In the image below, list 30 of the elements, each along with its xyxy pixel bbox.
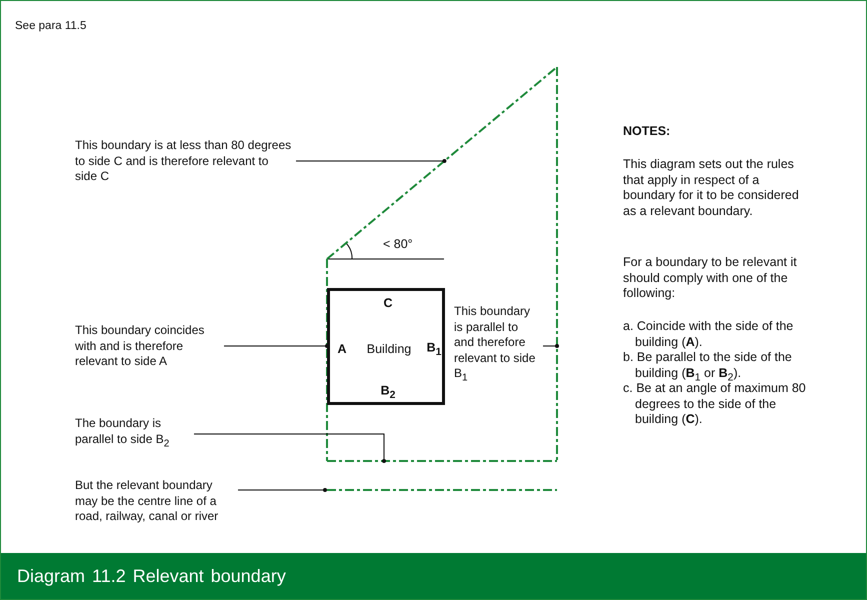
leader-line	[224, 344, 329, 348]
callout-text: This boundary is parallel to and therefore relevant to side B$_{1}$	[454, 304, 540, 386]
leader-line	[296, 159, 446, 163]
reference-note: See para 11.5	[15, 19, 88, 34]
boundary-line	[327, 489, 557, 491]
callout-text: But the relevant boundary may be the centre line of a road, railway, canal or river	[75, 478, 235, 524]
side-label: A	[337, 342, 347, 356]
boundary-line	[327, 460, 557, 462]
side-label: C	[383, 296, 393, 310]
note-text: For a boundary to be relevant it should comply with one of the following:	[623, 255, 798, 302]
leader-line	[238, 488, 327, 492]
building-outline	[327, 288, 445, 405]
note-text: This diagram sets out the rules that apply in respect of a boundary for it to be considered as a relevant boundary.	[623, 157, 800, 219]
note-text: a. Coincide with the side of the building (A).	[623, 319, 794, 350]
note-text: NOTES:	[623, 124, 672, 140]
boundary-line	[326, 259, 328, 461]
note-text: c. Be at an angle of maximum 80 degrees to the side of the building (C).	[623, 381, 807, 428]
note-text: b. Be parallel to the side of the building (B$_{1}$ or B$_{2}$).	[623, 350, 793, 383]
callout-text: The boundary is parallel to side B$_{2}$	[75, 416, 191, 452]
boundary-line	[326, 66, 558, 260]
callout-text: This boundary is at less than 80 degrees to side C and is therefore relevant to side C	[75, 138, 293, 184]
side-label: B$_{1}$	[426, 340, 442, 358]
caption: Diagram 11.2 Relevant boundary	[17, 566, 286, 586]
boundary-line	[556, 67, 558, 461]
leader-line	[542, 344, 559, 348]
callout-text: This boundary coincides with and is therefore relevant to side A	[75, 323, 221, 370]
building-label: Building	[366, 342, 412, 356]
leader-line	[194, 434, 386, 463]
side-label: B$_{2}$	[380, 383, 396, 401]
angle-label: < 80°	[383, 237, 414, 252]
